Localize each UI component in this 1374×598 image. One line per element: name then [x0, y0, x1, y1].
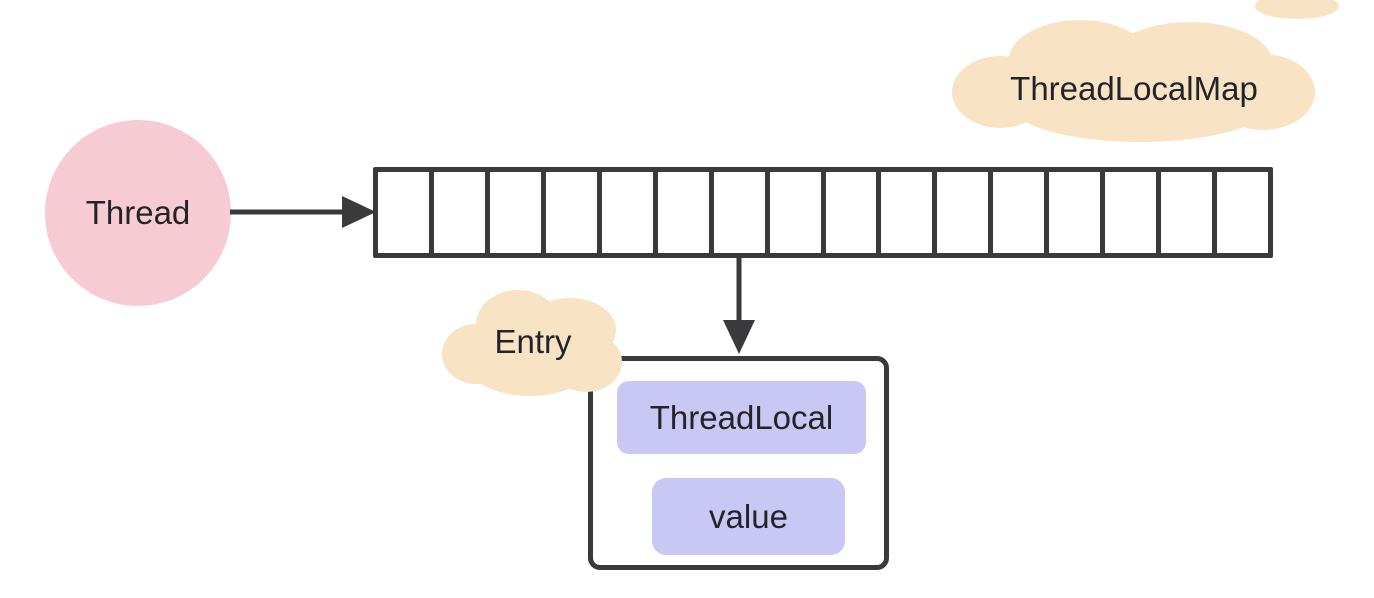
bucket-cell [1105, 172, 1162, 253]
bucket-cell [378, 172, 434, 253]
bucket-cell [1049, 172, 1106, 253]
bucket-cell [433, 172, 490, 253]
bucket-array [373, 167, 1273, 258]
entry-field-threadlocal: ThreadLocal [617, 381, 866, 454]
bucket-cell [713, 172, 770, 253]
bucket-cell [657, 172, 714, 253]
threadlocalmap-label: ThreadLocalMap [1010, 70, 1258, 107]
arrow-head-icon [342, 196, 376, 228]
bucket-cell [993, 172, 1050, 253]
thread-label: Thread [85, 194, 191, 231]
bucket-cell [601, 172, 658, 253]
thread-node: Thread [45, 120, 231, 306]
cloud-shape [442, 290, 622, 396]
thread-to-array-arrow [230, 196, 376, 228]
entry-field-value: value [652, 478, 845, 555]
entry-label: Entry [494, 323, 572, 360]
bucket-cell [1217, 172, 1268, 253]
cloud-shape [952, 0, 1339, 142]
threadlocalmap-cloud: ThreadLocalMap [945, 0, 1345, 148]
bucket-cell [545, 172, 602, 253]
bucket-cell [1161, 172, 1218, 253]
array-to-entry-arrow [723, 258, 755, 354]
bucket-cell [825, 172, 882, 253]
entry-cloud: Entry [438, 282, 628, 402]
bucket-cell [881, 172, 938, 253]
bucket-cell [937, 172, 994, 253]
arrow-head-icon [723, 320, 755, 354]
bucket-cell [489, 172, 546, 253]
bucket-cell [769, 172, 826, 253]
